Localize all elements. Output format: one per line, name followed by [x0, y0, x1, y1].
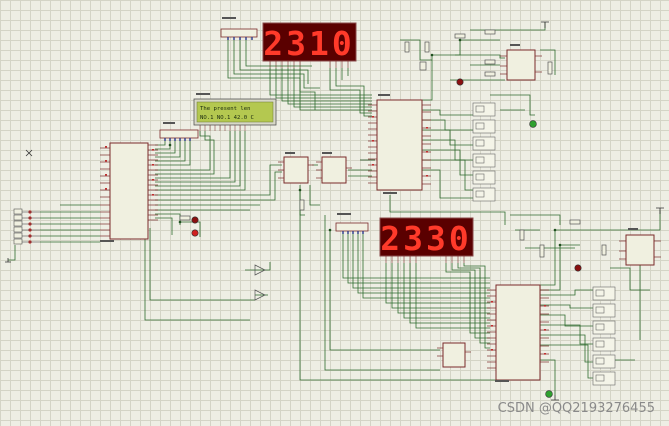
wiring — [8, 22, 661, 395]
power-symbols — [5, 21, 664, 401]
relay-column-bottom[interactable] — [592, 286, 616, 386]
timer-ic-top[interactable] — [500, 49, 542, 81]
led-green-1 — [529, 120, 537, 128]
connector-header-top[interactable] — [220, 28, 258, 40]
logic-gate-ic-1[interactable] — [278, 156, 314, 184]
lcd-line-2: NO.1 NO.1 42.0 C — [200, 115, 254, 121]
relay-column-top[interactable] — [472, 102, 496, 202]
connector-header-bottom[interactable] — [335, 222, 369, 234]
wire-junctions — [168, 38, 562, 247]
lcd-module[interactable]: The present len NO.1 NO.1 42.0 C — [193, 98, 277, 131]
seven-segment-display-bottom[interactable]: 2330 — [379, 217, 474, 263]
led-red-4 — [574, 264, 582, 272]
led-red-2 — [191, 229, 199, 237]
connector-header-lcd[interactable] — [159, 129, 199, 141]
microcontroller-left[interactable] — [100, 142, 158, 240]
led-indicators — [191, 78, 582, 398]
input-switches-left[interactable] — [13, 208, 40, 245]
display-top-value: 2310 — [263, 24, 354, 63]
timer-ic-bottom[interactable] — [619, 234, 661, 266]
led-red-1 — [191, 216, 199, 224]
led-red-3 — [456, 78, 464, 86]
logic-gate-ic-2[interactable] — [316, 156, 352, 184]
led-green-2 — [545, 390, 553, 398]
passive-components — [179, 29, 607, 258]
seven-segment-display-top[interactable]: 2310 — [262, 22, 357, 68]
transistors — [254, 264, 266, 301]
microcontroller-bottom[interactable] — [487, 284, 549, 381]
lcd-line-1: The present len — [200, 106, 251, 112]
microcontroller-top-center[interactable] — [368, 99, 431, 191]
logic-gate-ic-3[interactable] — [437, 342, 471, 368]
watermark: CSDN @QQ2193276455 — [497, 401, 655, 416]
reference-designators — [100, 17, 638, 382]
display-bottom-value: 2330 — [380, 219, 471, 258]
